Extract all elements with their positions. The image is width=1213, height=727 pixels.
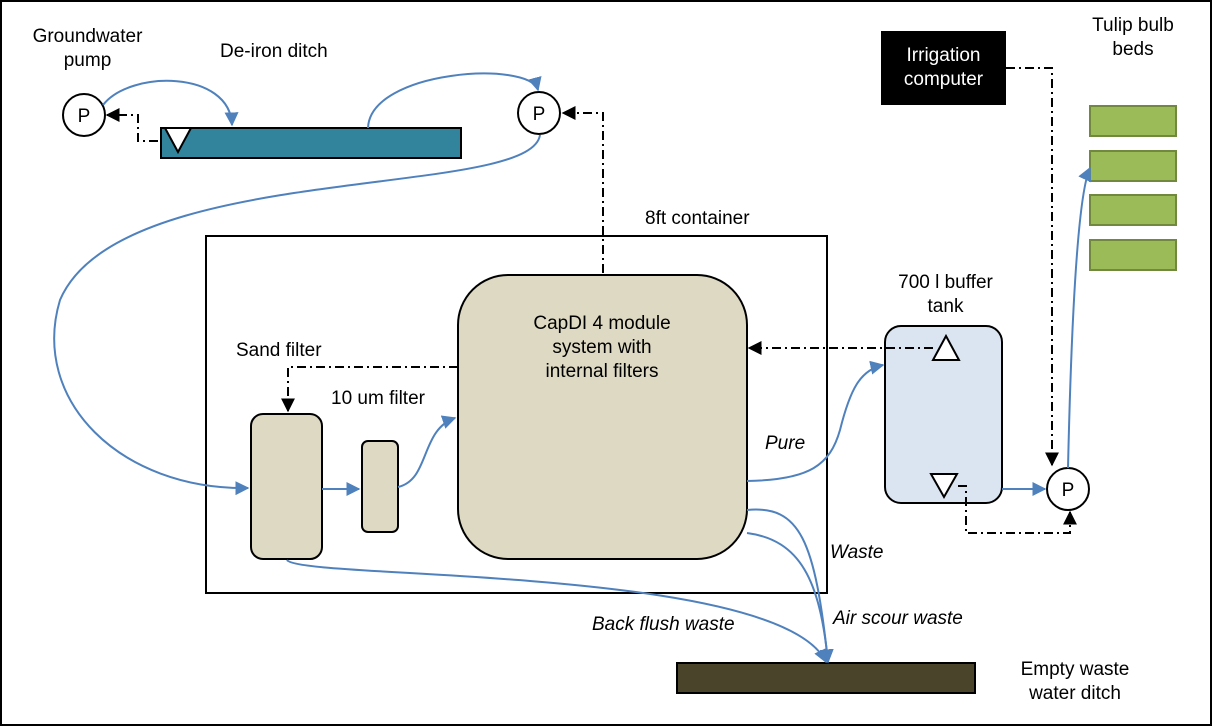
pipe-pure-to-tank: [746, 360, 885, 482]
irrigation-computer-label: Irrigation computer: [903, 45, 984, 90]
capdi-label: CapDI 4 module system with internal filt…: [533, 313, 671, 382]
irrigation-pump: P: [1046, 467, 1090, 511]
pipe-um-to-capdi: [397, 415, 457, 488]
buffer-tank: [884, 325, 1003, 504]
pipe-ditch-to-pump: [367, 72, 542, 129]
irrigation-computer-box: [881, 31, 1006, 105]
sand-filter: [250, 413, 323, 560]
tulip-beds-label: Tulip bulb beds: [1092, 15, 1174, 60]
um-filter: [361, 440, 399, 533]
tank-low-level-icon: [929, 473, 959, 500]
tulip-bed: [1089, 150, 1177, 182]
pipe-waste: [746, 508, 834, 664]
tulip-bed: [1089, 105, 1177, 137]
pipe-air-scour: [746, 532, 834, 664]
container-box: [205, 235, 828, 594]
empty-ditch-label: Empty waste water ditch: [1020, 659, 1130, 704]
air-scour-label: Air scour waste: [833, 608, 963, 629]
ditch-level-sensor-icon: [163, 127, 193, 155]
pipe-pump-to-ditch: [102, 79, 239, 127]
back-flush-label: Back flush waste: [592, 614, 735, 635]
waste-label: Waste: [830, 542, 884, 563]
control-ditch-level-to-pump: [105, 108, 158, 142]
um-filter-label: 10 um filter: [331, 388, 425, 409]
groundwater-pump-label: Groundwater pump: [32, 26, 143, 71]
empty-waste-ditch: [676, 662, 976, 694]
deiron-ditch-label: De-iron ditch: [220, 41, 328, 62]
control-tank-level-to-pump: [958, 485, 1077, 534]
capdi-module: [457, 274, 748, 560]
control-computer-to-pump: [1006, 67, 1059, 467]
container-label: 8ft container: [645, 208, 750, 229]
buffer-tank-label: 700 l buffer tank: [898, 272, 993, 317]
sand-filter-label: Sand filter: [236, 340, 322, 361]
pipe-pump-to-beds: [1067, 166, 1092, 469]
tank-high-level-icon: [931, 333, 961, 361]
svg-text:P: P: [78, 106, 91, 127]
tulip-bed: [1089, 194, 1177, 226]
deiron-ditch: [160, 127, 462, 159]
groundwater-pump: P: [62, 93, 106, 137]
pipe-pump-to-sand-filter: [53, 134, 541, 496]
tulip-bed: [1089, 239, 1177, 271]
svg-text:P: P: [1062, 480, 1075, 501]
control-capdi-to-ditch-pump: [561, 106, 604, 273]
pipe-back-flush: [286, 559, 827, 664]
pure-label: Pure: [765, 433, 806, 454]
ditch-pump: P: [517, 91, 561, 135]
svg-text:P: P: [533, 104, 546, 125]
